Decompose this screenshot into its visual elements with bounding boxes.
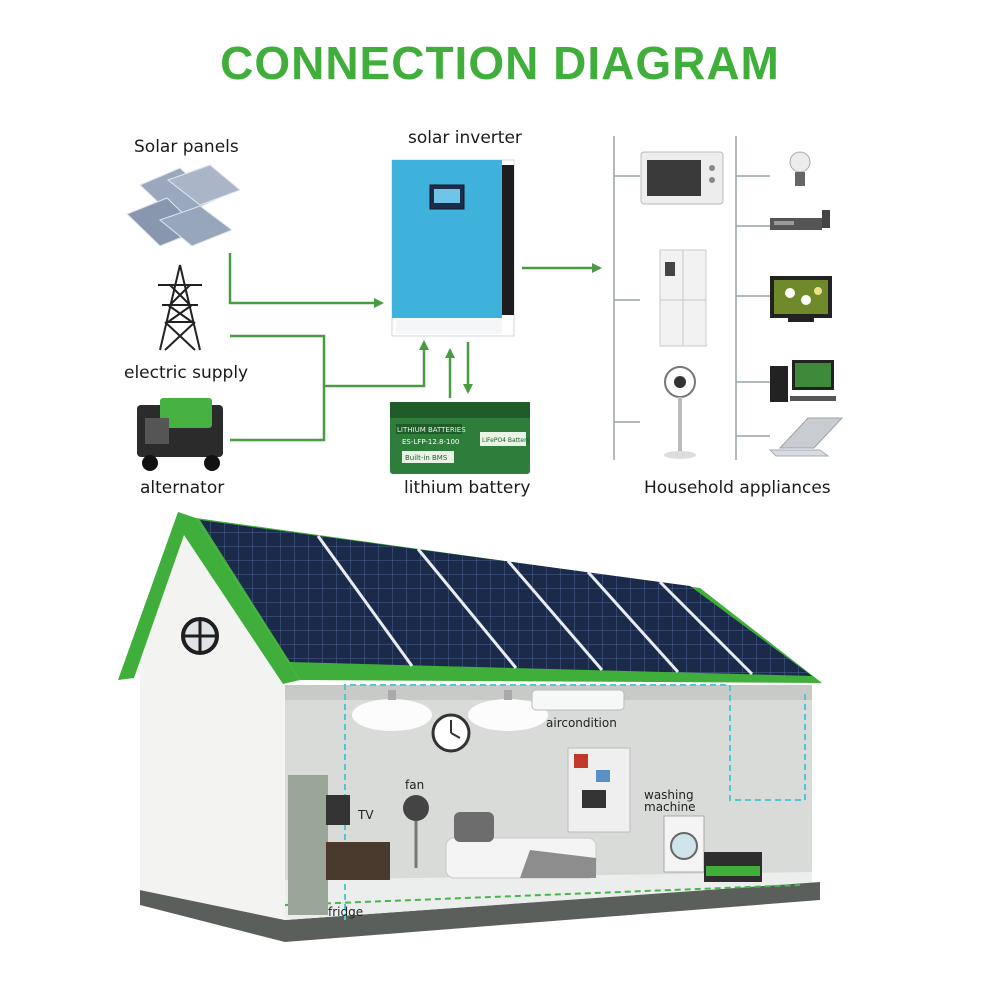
battery-band-text: LITHIUM BATTERIES (397, 426, 466, 434)
alternator-label: alternator (140, 478, 225, 498)
tv-label: TV (358, 808, 374, 822)
dvd-player-icon (770, 210, 830, 230)
fan-label: fan (405, 778, 425, 792)
oven-icon (640, 151, 724, 205)
air-conditioner (531, 689, 625, 711)
battery-type-text: LiFePO4 Battery (482, 437, 531, 444)
house-fridge (288, 775, 328, 915)
solar-inverter-label: solar inverter (408, 128, 522, 148)
laptop-icon (768, 417, 844, 457)
battery-model-text: ES-LFP-12.8-100 (402, 438, 459, 446)
house-fan (403, 795, 429, 821)
fridge-icon (659, 249, 707, 347)
diagram-title: CONNECTION DIAGRAM (220, 37, 780, 89)
lithium-battery-label: lithium battery (404, 478, 531, 498)
lithium-battery-device: LITHIUM BATTERIES ES-LFP-12.8-100 LiFePO… (390, 402, 531, 474)
appliance-bus-lines (613, 136, 770, 460)
fridge-label: fridge (328, 905, 364, 919)
roof-solar-panels (200, 520, 812, 676)
battery-bms-text: Built-in BMS (405, 454, 448, 462)
solar-panels-icon (126, 164, 241, 247)
solar-inverter-device (391, 159, 515, 337)
electric-tower-icon (158, 264, 202, 351)
alternator-icon (137, 398, 223, 471)
house-illustration (118, 512, 822, 942)
fan-icon (664, 366, 696, 459)
electric-supply-label: electric supply (124, 363, 249, 383)
solar-panels-label: Solar panels (134, 137, 239, 157)
light-bulb-icon (789, 151, 811, 186)
aircondition-label: aircondition (546, 716, 617, 730)
desktop-computer-icon (770, 360, 836, 402)
house-tv (326, 795, 350, 825)
machine-label: machine (644, 800, 696, 814)
household-appliances-label: Household appliances (644, 478, 831, 498)
tv-icon (770, 276, 832, 322)
connection-lines (228, 253, 602, 442)
washing-label: washing (644, 788, 694, 802)
